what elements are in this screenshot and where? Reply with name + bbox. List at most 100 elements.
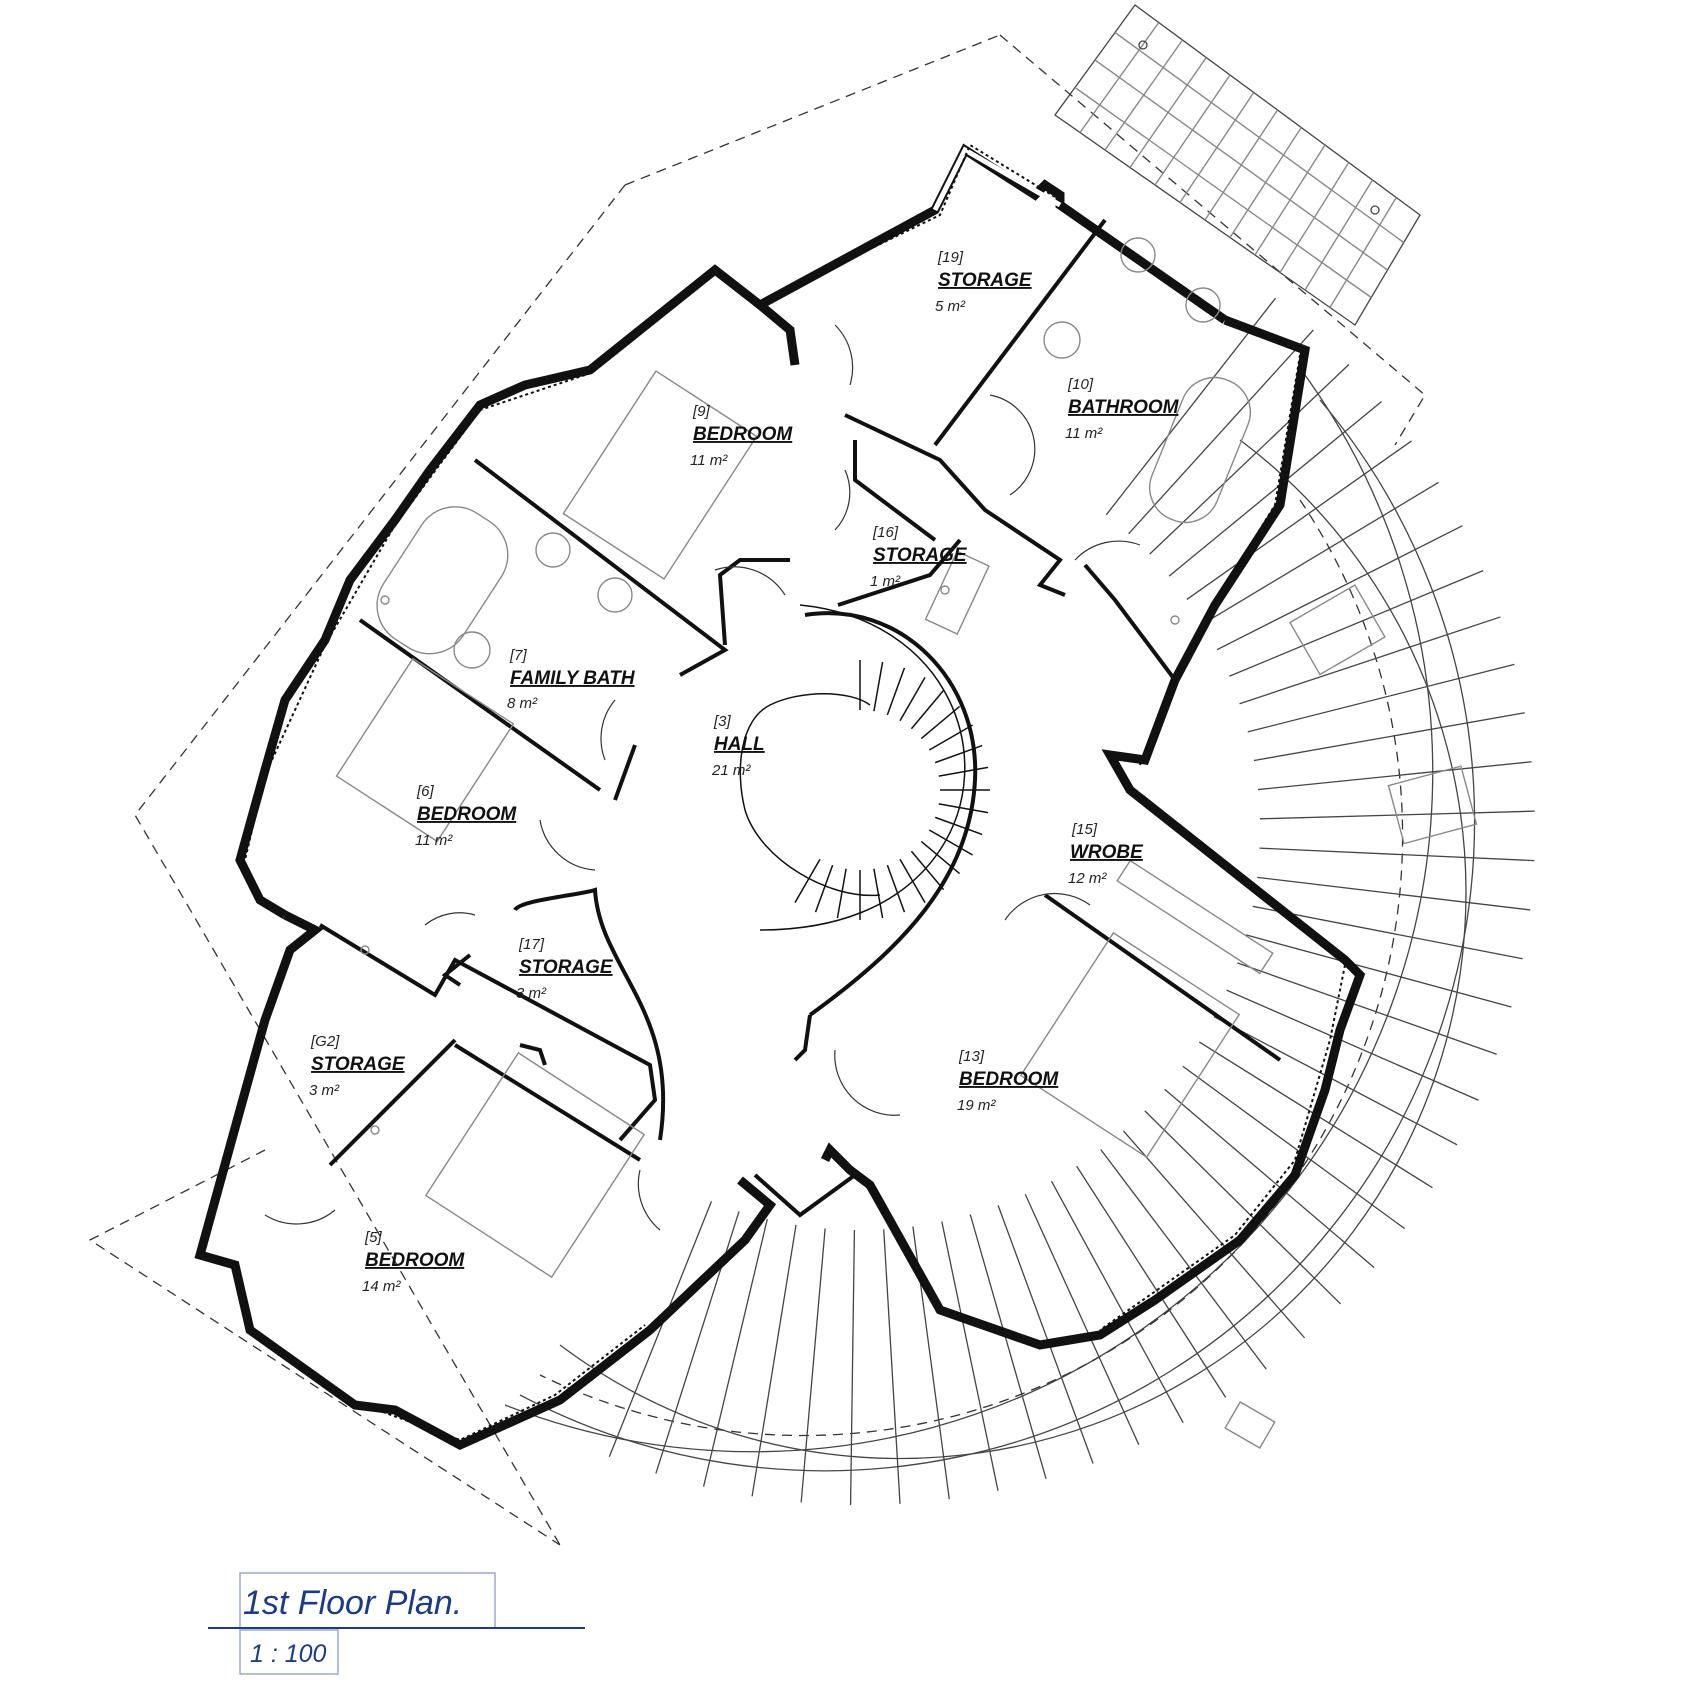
curved-deck [504,297,1535,1505]
deck-board [1024,1194,1140,1445]
deck-board [1229,570,1484,677]
room-9-name: BEDROOM [693,424,793,445]
room-7-number: [7] [509,647,528,664]
deck-board [969,1214,1047,1480]
deck-board [1100,1149,1267,1370]
deck-board [1202,481,1439,625]
room-5-number: [5] [364,1229,383,1246]
deck-board [1239,616,1501,705]
room-g2-name: STORAGE [311,1054,406,1075]
room-17-number: [17] [518,936,545,953]
deck-board [1182,1065,1406,1230]
room-10-area: 11 m² [1065,425,1103,442]
room-17-name: STORAGE [519,957,614,978]
deck-board [608,1201,713,1457]
room-g2-number: [G2] [310,1033,340,1050]
room-7-area: 8 m² [507,695,538,712]
stair-tread [910,850,945,891]
room-labels: [9] BEDROOM 11 m² [19] STORAGE 5 m² [10]… [309,249,1180,1295]
deck-board [1245,934,1512,1008]
room-3-number: [3] [713,713,732,730]
room-15-area: 12 m² [1068,870,1107,887]
room-16-name: STORAGE [873,545,968,566]
deck-board [1252,905,1523,960]
deck-board [849,1229,856,1505]
bed-9 [562,370,758,580]
stair-tread [920,840,961,875]
deck-board [655,1211,740,1474]
deck-board [941,1221,999,1491]
stair-tread [934,744,983,764]
plan-title: 1st Floor Plan. [243,1584,462,1622]
deck-board [1128,329,1314,535]
deck-board [1216,525,1463,651]
room-9-area: 11 m² [690,452,728,469]
deck-board [1144,1110,1342,1305]
skylight-2 [1387,765,1478,845]
deck-board [1226,989,1479,1101]
room-13-number: [13] [958,1048,985,1065]
room-5-area: 14 m² [362,1278,401,1295]
room-15-number: [15] [1071,821,1098,838]
deck-board [751,1224,797,1497]
wall-hatching [204,143,1346,1442]
room-19-name: STORAGE [938,270,1033,291]
family-bath-tub [376,506,509,655]
balcony [1054,4,1421,326]
stair-tread [836,868,847,919]
room-g2-area: 3 m² [309,1082,340,1099]
bathroom-tub [1149,376,1251,524]
deck-board [1247,663,1515,733]
stair-tread [873,661,884,712]
deck-board [1253,712,1525,762]
room-16-area: 1 m² [870,573,901,590]
room-9-number: [9] [692,403,711,420]
deck-board [1050,1180,1184,1423]
room-6-number: [6] [416,783,435,800]
deck-board [1168,401,1383,577]
stair-tread [886,667,906,716]
stair-tread [794,858,821,903]
stair-tread [928,829,973,856]
room-19-number: [19] [937,249,964,266]
door-swings [264,324,1141,1231]
bed-13 [1019,931,1241,1159]
deck-board [1122,1130,1306,1339]
spiral-staircase [739,550,1274,975]
skylight-1 [1289,584,1386,676]
deck-board [1259,810,1535,820]
roof-outline [88,34,1426,1546]
stair-tread [938,766,989,777]
deck-board [1164,1088,1375,1268]
deck-board [1237,962,1497,1055]
bed-6 [335,657,515,843]
room-3-area: 21 m² [711,762,751,779]
stair-tread [928,724,973,751]
stair-tread [899,858,926,903]
deck-board [1186,440,1412,600]
room-15-name: WROBE [1070,842,1144,863]
deck-board [1213,1015,1458,1146]
deck-board [1259,847,1535,862]
stair-tread [910,689,945,730]
balcony-tile-line [1114,31,1405,244]
room-16-number: [16] [872,524,899,541]
deck-board [997,1205,1094,1464]
deck-board [1105,297,1277,516]
deck-post [1224,1401,1276,1449]
room-6-name: BEDROOM [417,804,517,825]
stair-tread [899,677,926,722]
deck-board [1149,364,1350,555]
plan-scale: 1 : 100 [250,1640,327,1668]
room-3-name: HALL [714,734,765,755]
stair-tread [814,864,834,913]
room-19-area: 5 m² [935,298,966,315]
room-10-number: [10] [1067,376,1094,393]
stair-tread [886,864,906,913]
interior-walls [318,218,1282,1218]
stair-tread [920,705,961,740]
balcony-tile-line [1074,86,1372,299]
bed-5 [424,1051,646,1279]
stair-tread [938,803,989,814]
